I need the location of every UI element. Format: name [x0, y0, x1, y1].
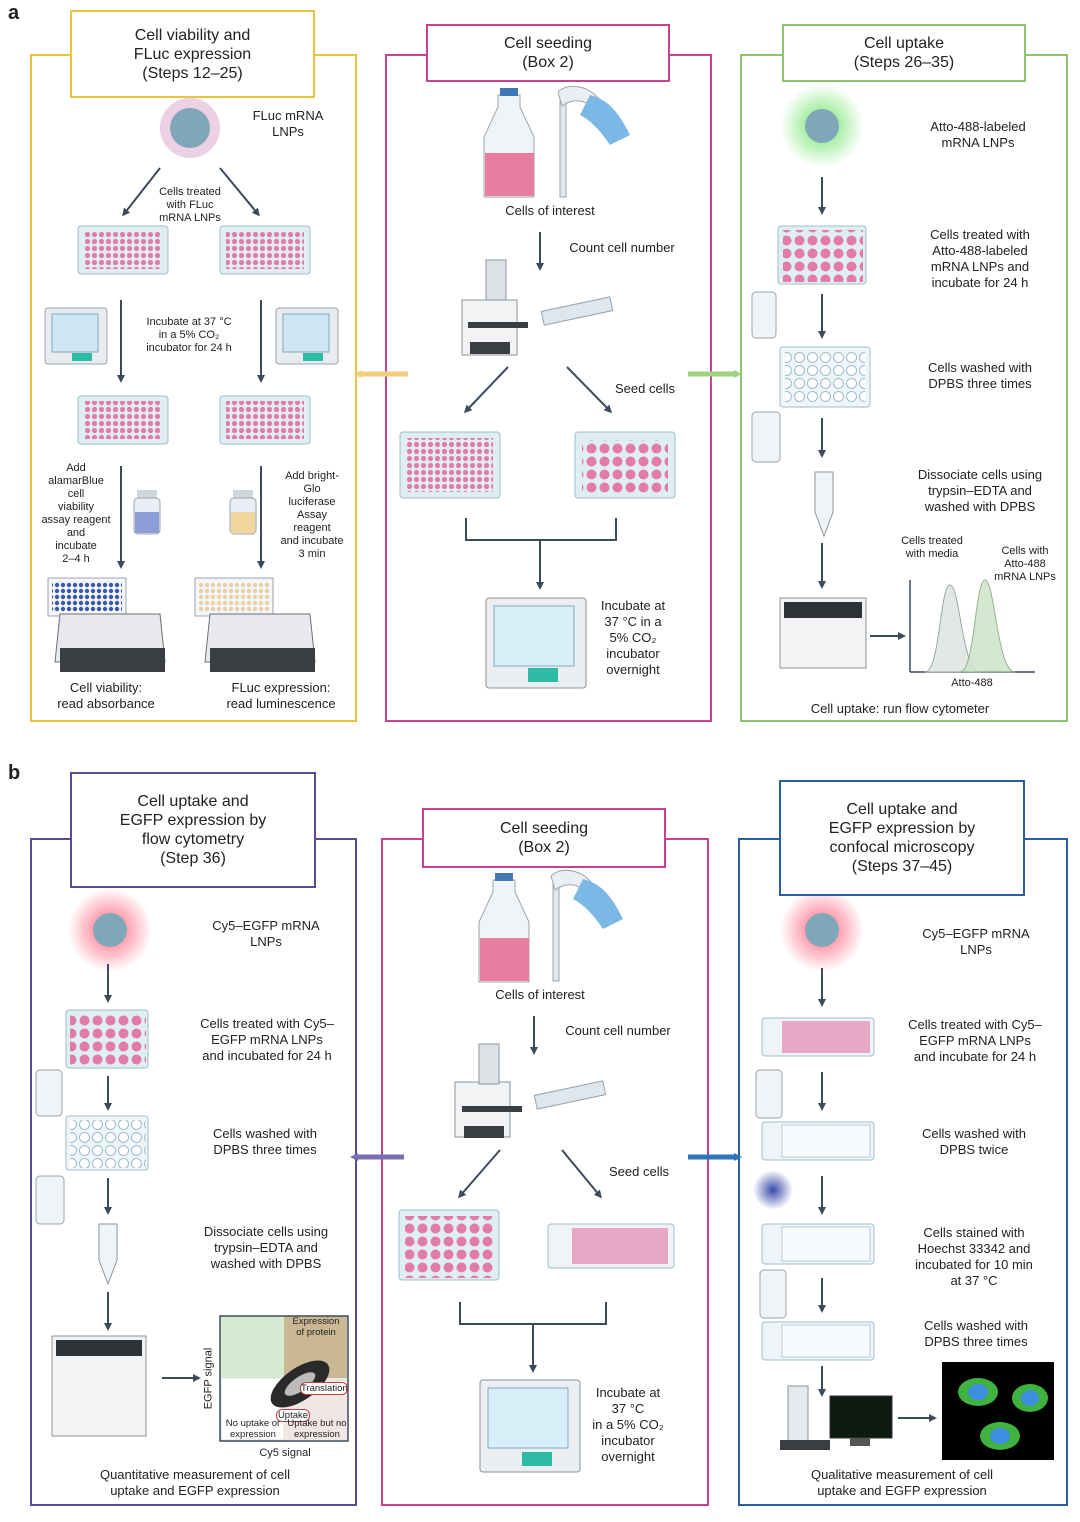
cy5-lnp-label-right: Cy5–EGFP mRNA LNPs: [922, 926, 1030, 957]
seed-cells-label: Seed cells: [615, 381, 675, 396]
egfp-signal-axis: EGFP signal: [202, 1347, 215, 1410]
panel-a-right-title: Cell uptake (Steps 26–35): [782, 24, 1026, 82]
quadrant-translation-label: Translation: [300, 1382, 348, 1395]
fluc-lnp-label: FLuc mRNA LNPs: [252, 108, 324, 139]
dissociate-cells-label: Dissociate cells using trypsin–EDTA and …: [917, 467, 1043, 514]
incubate-overnight-label: Incubate at 37 °C in a 5% CO₂ incubator …: [600, 598, 666, 677]
cells-washed-three-label: Cells washed with DPBS three times: [923, 1318, 1029, 1349]
incubate-24h-label: Incubate at 37 °C in a 5% CO₂ incubator …: [146, 316, 232, 354]
panel-a-left-title: Cell viability and FLuc expression (Step…: [70, 10, 315, 98]
quantitative-result: Quantitative measurement of cell uptake …: [99, 1467, 291, 1498]
cy5-signal-axis: Cy5 signal: [259, 1447, 311, 1459]
qualitative-result: Qualitative measurement of cell uptake a…: [810, 1467, 994, 1498]
quadrant-none-label: No uptake or expression: [225, 1418, 281, 1440]
dissociate-cells-label-left: Dissociate cells using trypsin–EDTA and …: [203, 1224, 329, 1271]
cell-uptake-result: Cell uptake: run flow cytometer: [810, 701, 990, 716]
count-cell-number-label-b: Count cell number: [565, 1023, 671, 1038]
panel-b-right-title: Cell uptake and EGFP expression by confo…: [779, 780, 1025, 896]
quadrant-expression-label: Expression of protein: [292, 1316, 340, 1338]
panel-b-letter: b: [8, 762, 21, 784]
cells-treated-fluc-label: Cells treated with FLuc mRNA LNPs: [159, 186, 221, 224]
panel-b-middle-title: Cell seeding (Box 2): [422, 808, 666, 868]
alamarblue-label: Add alamarBlue cell viability assay reag…: [41, 462, 111, 565]
hoechst-stain-label: Cells stained with Hoechst 33342 and inc…: [915, 1225, 1033, 1288]
quadrant-uptake-label: Uptake: [276, 1409, 310, 1422]
atto-axis-label: Atto-488: [951, 677, 993, 689]
brightglo-label: Add bright- Glo luciferase Assay reagent…: [280, 470, 344, 560]
quadrant-uptake-noexp-label: Uptake but no expression: [287, 1418, 347, 1440]
cells-washed-twice-label: Cells washed with DPBS twice: [921, 1126, 1027, 1157]
atto-peak-label: Cells with Atto-488 mRNA LNPs: [994, 545, 1056, 583]
fluc-expression-result: FLuc expression: read luminescence: [226, 680, 336, 711]
cells-treated-atto-label: Cells treated with Atto-488-labeled mRNA…: [930, 227, 1030, 290]
media-peak-label: Cells treated with media: [901, 535, 963, 560]
atto-lnp-label: Atto-488-labeled mRNA LNPs: [930, 119, 1026, 150]
cells-treated-cy5-label-right: Cells treated with Cy5– EGFP mRNA LNPs a…: [908, 1017, 1042, 1064]
panel-a-letter: a: [8, 2, 20, 24]
cell-viability-result: Cell viability: read absorbance: [57, 680, 155, 711]
panel-b-left-title: Cell uptake and EGFP expression by flow …: [70, 772, 316, 888]
cells-of-interest-label-b: Cells of interest: [495, 987, 585, 1002]
seed-cells-label-b: Seed cells: [609, 1164, 669, 1179]
cells-washed-label-left: Cells washed with DPBS three times: [212, 1126, 318, 1157]
cells-treated-cy5-label-left: Cells treated with Cy5– EGFP mRNA LNPs a…: [200, 1016, 334, 1063]
panel-a-middle-title: Cell seeding (Box 2): [426, 24, 670, 82]
cells-washed-label: Cells washed with DPBS three times: [927, 360, 1033, 391]
count-cell-number-label: Count cell number: [569, 240, 675, 255]
incubate-overnight-label-b: Incubate at 37 °C in a 5% CO₂ incubator …: [592, 1385, 664, 1464]
cells-of-interest-label: Cells of interest: [505, 203, 595, 218]
cy5-lnp-label-left: Cy5–EGFP mRNA LNPs: [212, 918, 320, 949]
